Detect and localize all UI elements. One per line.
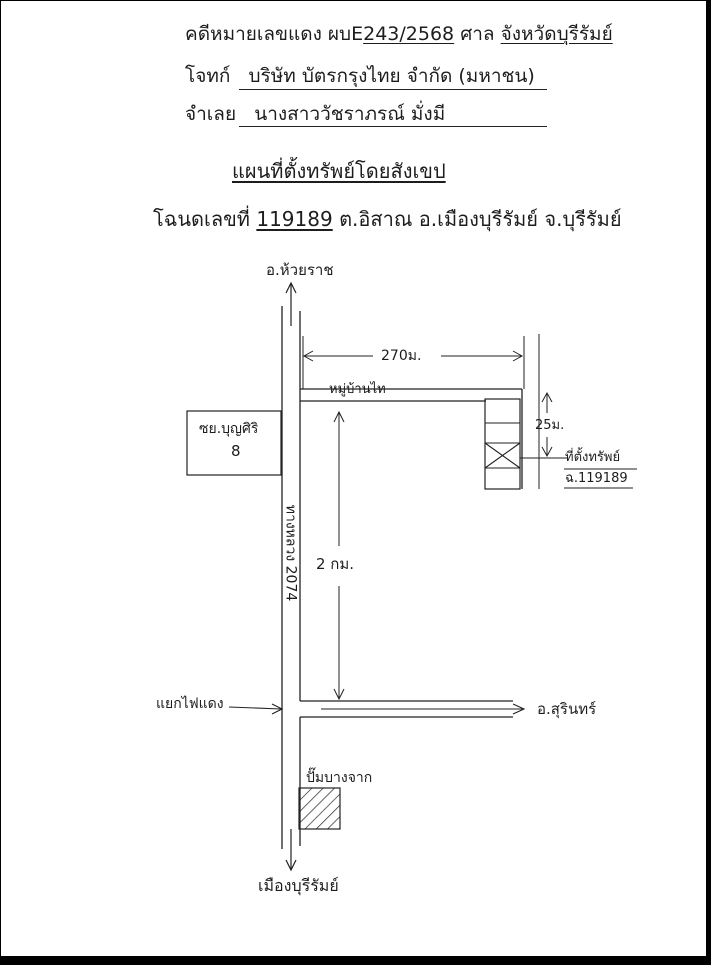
dim-270-arrow-left [302,350,314,362]
property-plot [484,398,521,490]
horizontal-distance-label: 270ม. [381,348,422,364]
case-number: 243/2568 [363,23,455,45]
defendant-name: นางสาววัชราภรณ์ มั่งมี [254,103,446,125]
plaintiff-name: บริษัท บัตรกรุงไทย จำกัด (มหาชน) [248,65,535,87]
gas-station-label: ปั๊มบางจาก [306,770,373,786]
soi-number-label: 8 [231,442,241,460]
dim-270-arrow-right [512,350,524,362]
deed-number: 119189 [256,207,333,231]
defendant-line: จำเลย นางสาววัชราภรณ์ มั่งมี [185,105,445,124]
defendant-underline [239,126,547,127]
property-label: ที่ตั้งทรัพย์ [565,450,621,465]
soi-name-label: ซย.บุญศิริ [199,421,259,437]
south-arrow-head [285,859,297,872]
east-destination-label: อ.สุรินทร์ [537,700,597,718]
dim-2km-arrow-top [333,410,345,423]
property-deed-label: ฉ.119189 [565,471,628,486]
village-road-label: หมู่บ้านไท [329,382,386,397]
map-title: แผนที่ตั้งทรัพย์โดยสังเขป [232,159,446,183]
case-number-line: คดีหมายเลขแดง ผบE243/2568 ศาล จังหวัดบุร… [185,25,613,44]
traffic-light-arrow-head [271,703,284,715]
defendant-label: จำเลย [185,103,237,125]
plaintiff-line: โจทก์ บริษัท บัตรกรุงไทย จำกัด (มหาชน) [185,67,535,86]
case-prefix: คดีหมายเลขแดง ผบE [185,23,364,45]
court-name: จังหวัดบุรีรัมย์ [500,23,613,45]
dim-25-arrow-top [541,391,553,403]
north-destination-label: อ.ห้วยราช [266,261,334,279]
plaintiff-label: โจทก์ [185,65,231,87]
east-arrow-head [512,703,526,715]
court-prefix: ศาล [460,23,495,45]
traffic-light-arrow-shaft [228,706,282,710]
plaintiff-underline [239,89,547,90]
soi-boonsiri-box [186,410,282,476]
highway-label: ทางหลวง 2074 [282,504,299,602]
deed-prefix: โฉนดเลขที่ [153,207,250,231]
north-arrow-head [285,281,297,294]
deed-line: โฉนดเลขที่ 119189 ต.อิสาณ อ.เมืองบุรีรัม… [153,209,622,229]
deed-location: ต.อิสาณ อ.เมืองบุรีรัมย์ จ.บุรีรัมย์ [339,207,622,231]
gas-station-box [298,787,341,830]
property-cross-b [484,442,521,469]
plot-offset-label: 25ม. [535,418,565,433]
south-destination-label: เมืองบุรีรัมย์ [258,876,339,895]
dim-25-arrow-bottom [541,446,553,458]
dim-2km-arrow-bottom [333,688,345,701]
vertical-distance-label: 2 กม. [316,555,355,573]
traffic-light-label: แยกไฟแดง [156,696,224,712]
